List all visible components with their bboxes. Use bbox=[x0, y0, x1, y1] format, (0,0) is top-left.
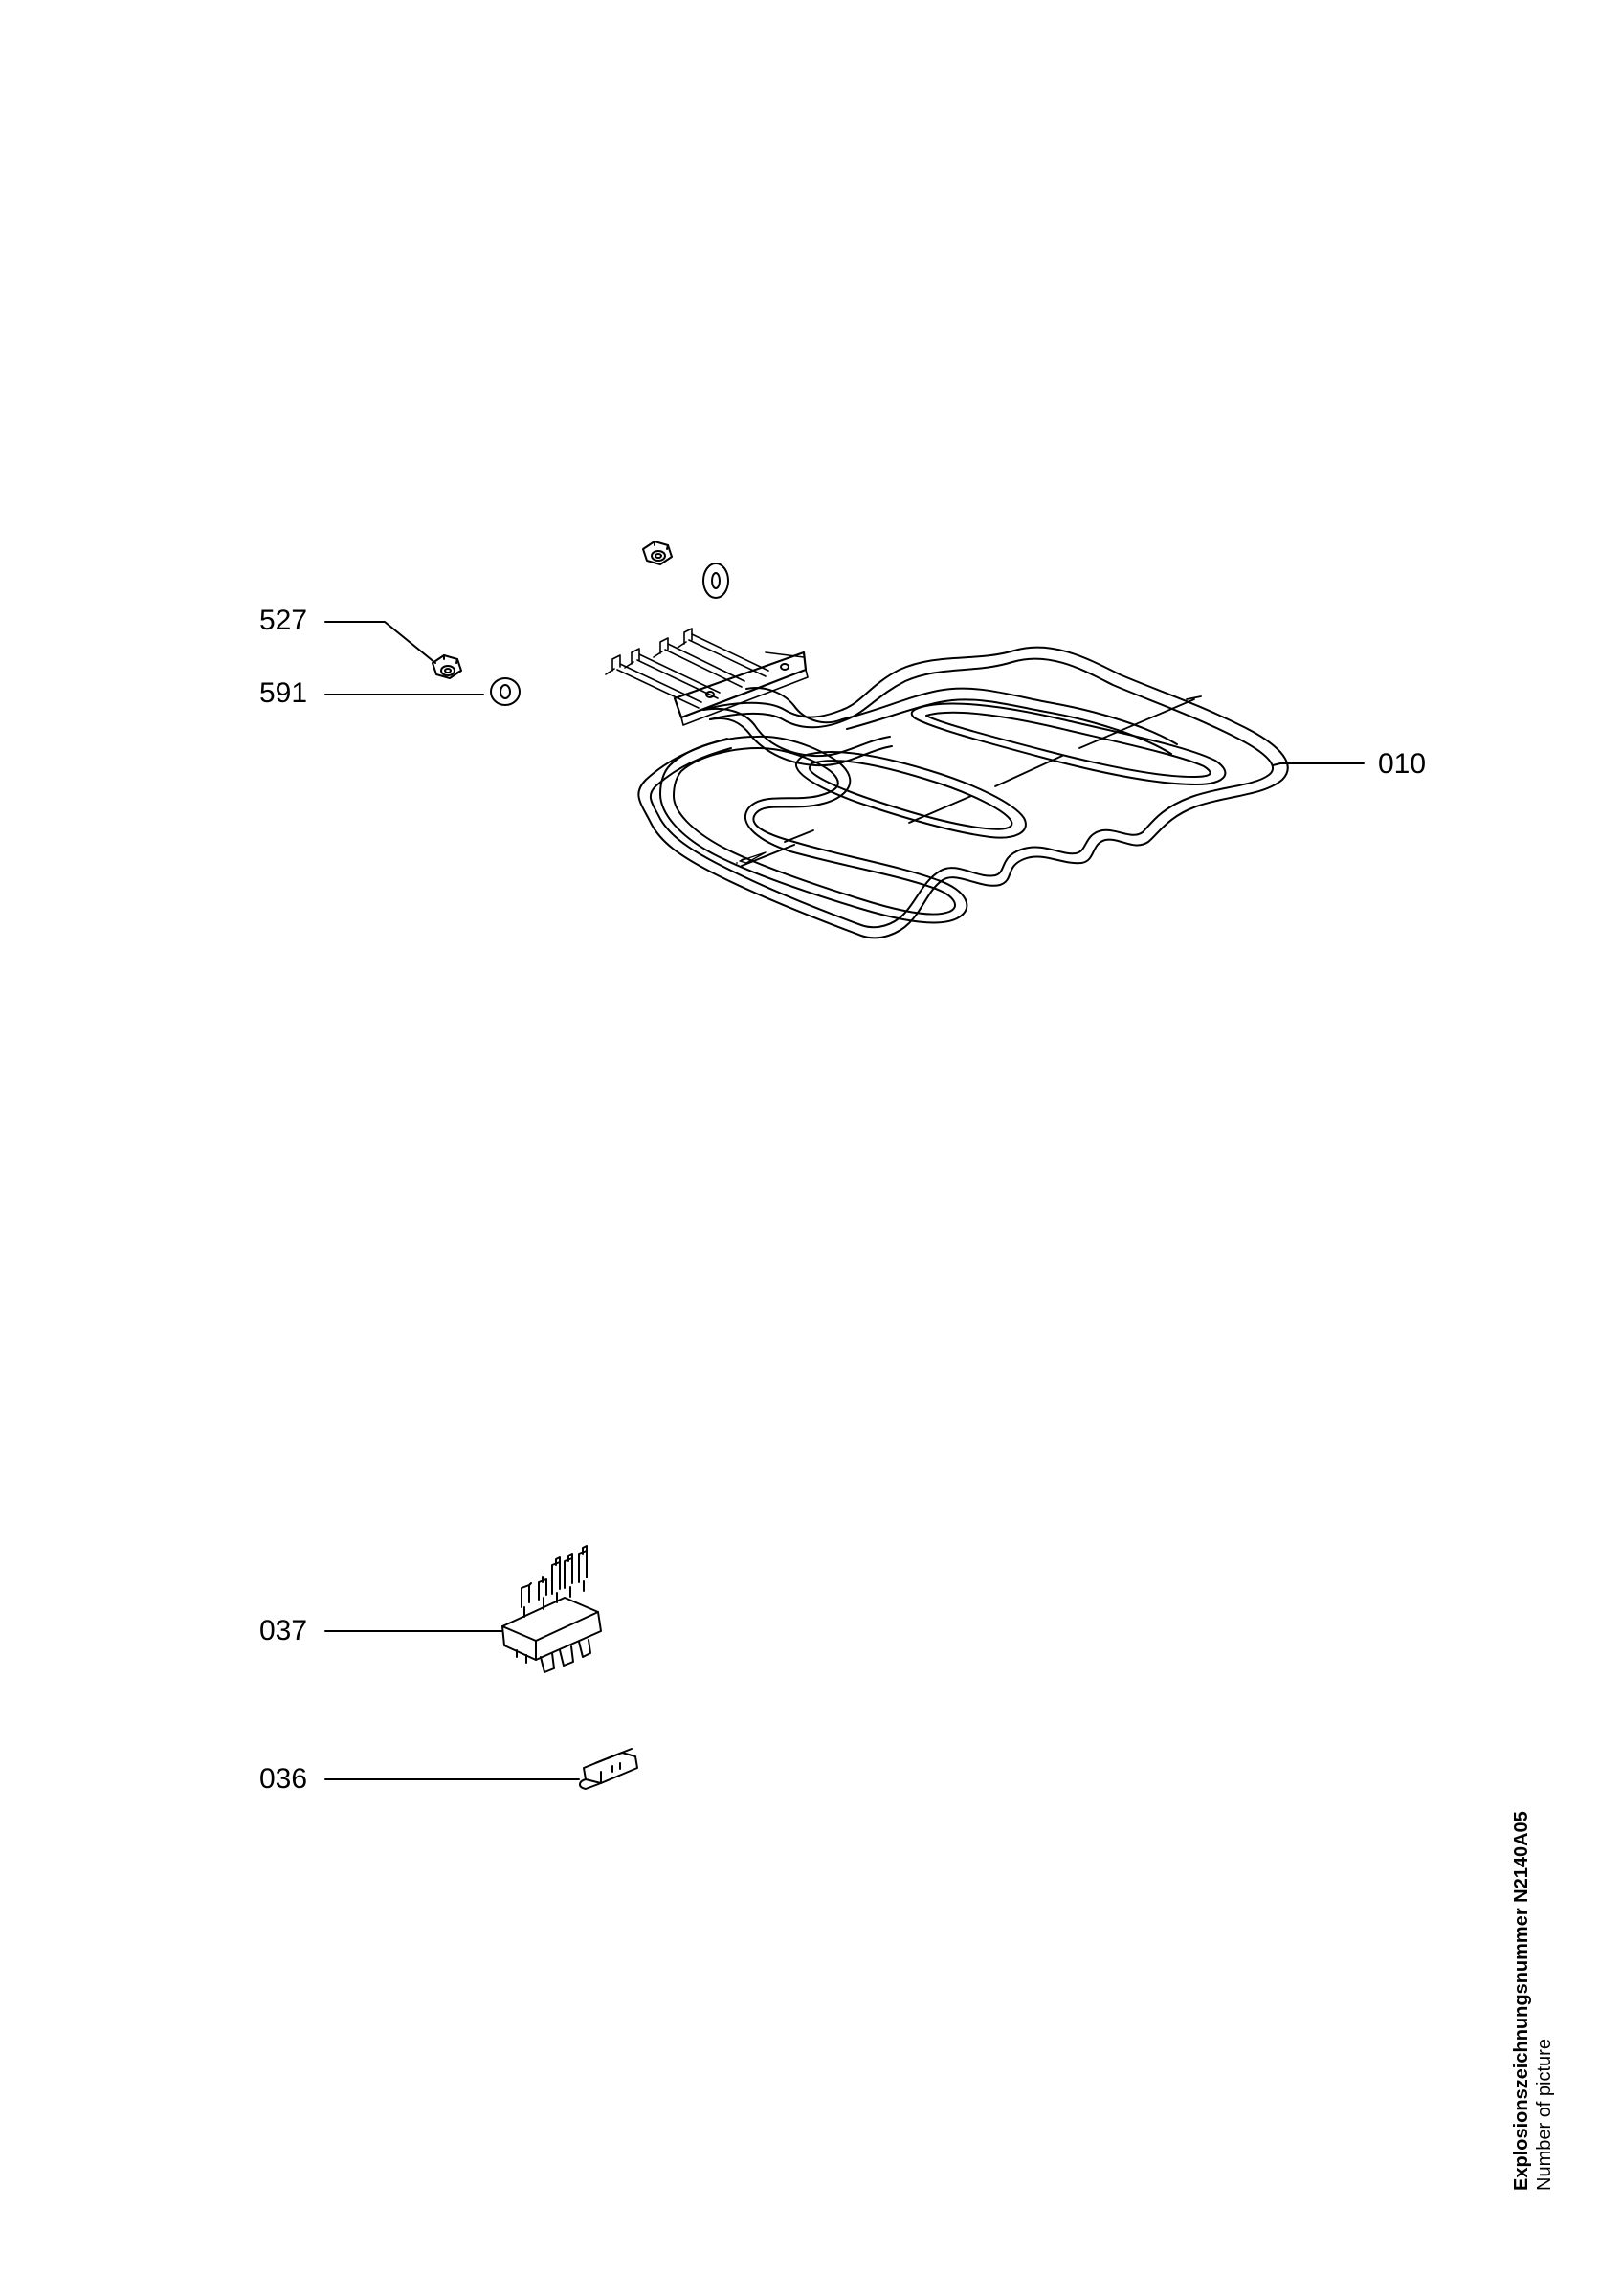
heating-element-010 bbox=[605, 628, 1289, 939]
clip-036 bbox=[579, 1748, 638, 1790]
leader-lines bbox=[324, 621, 1365, 1780]
part-label-527: 527 bbox=[259, 605, 308, 636]
washer-upper bbox=[702, 563, 729, 599]
caption-title: Explosionszeichnungsnummer N2140A05 bbox=[1511, 1811, 1532, 2191]
terminal-block-037 bbox=[501, 1545, 602, 1673]
caption-subtitle: Number of picture bbox=[1534, 2039, 1555, 2191]
outer-tube bbox=[637, 646, 1289, 939]
support-rod-upper bbox=[908, 698, 1195, 824]
nut-upper bbox=[642, 541, 673, 565]
part-label-037: 037 bbox=[259, 1615, 308, 1646]
leader-527 bbox=[324, 621, 436, 664]
leader-010 bbox=[1272, 762, 1365, 766]
terminal-pins bbox=[605, 628, 805, 709]
part-label-036: 036 bbox=[259, 1763, 308, 1795]
inner-loop-left bbox=[659, 735, 968, 924]
diagram-caption: Explosionszeichnungsnummer N2140A05 Numb… bbox=[1510, 1789, 1587, 2191]
inner-loop-center bbox=[794, 751, 1027, 839]
inner-loop-right bbox=[910, 702, 1227, 785]
part-label-010: 010 bbox=[1378, 748, 1427, 780]
washer-591 bbox=[490, 677, 521, 706]
part-label-591: 591 bbox=[259, 677, 308, 709]
nut-527 bbox=[432, 654, 462, 679]
